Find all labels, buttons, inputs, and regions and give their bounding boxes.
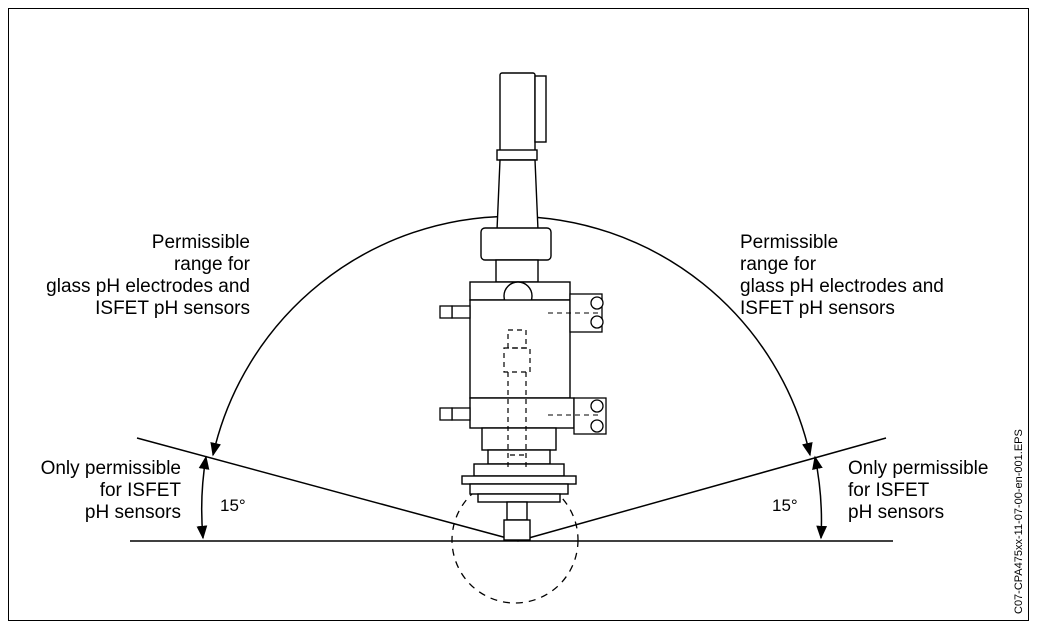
upper-right-line-2: range for bbox=[740, 254, 817, 275]
retractable-assembly bbox=[461, 72, 577, 541]
lower-right-line-3: pH sensors bbox=[848, 502, 945, 523]
upper-right-line-3: glass pH electrodes and bbox=[740, 276, 944, 297]
left-15deg-arc bbox=[196, 455, 210, 540]
upper-right-line-4: ISFET pH sensors bbox=[740, 298, 895, 319]
lower-right-line-1: Only permissible bbox=[848, 458, 989, 479]
sensor-tip-circle bbox=[451, 476, 579, 604]
right-15deg-arc bbox=[812, 455, 828, 540]
upper-left-label: Permissible range for glass pH electrode… bbox=[12, 232, 250, 320]
figure-frame bbox=[8, 8, 1029, 621]
side-ports bbox=[439, 293, 607, 435]
left-angle-label: 15° bbox=[220, 496, 246, 515]
upper-left-line-3: glass pH electrodes and bbox=[46, 276, 250, 297]
lower-left-label: Only permissible for ISFET pH sensors bbox=[12, 458, 181, 524]
upper-right-label: Permissible range for glass pH electrode… bbox=[740, 232, 944, 320]
lower-left-line-1: Only permissible bbox=[40, 458, 181, 479]
upper-right-line-1: Permissible bbox=[740, 232, 839, 253]
lower-left-line-3: pH sensors bbox=[84, 502, 181, 523]
right-15deg-line bbox=[517, 437, 887, 542]
upper-left-line-4: ISFET pH sensors bbox=[95, 298, 250, 319]
inner-rod-hidden-lines bbox=[503, 329, 531, 470]
upper-left-line-1: Permissible bbox=[151, 232, 250, 253]
lower-right-line-2: for ISFET bbox=[848, 480, 930, 501]
lower-right-label: Only permissible for ISFET pH sensors bbox=[848, 458, 988, 524]
right-angle-label: 15° bbox=[772, 496, 798, 515]
drawing-code: C07-CPA475xx-11-07-00-en-001.EPS bbox=[1013, 429, 1025, 614]
lower-left-line-2: for ISFET bbox=[99, 480, 181, 501]
upper-left-line-2: range for bbox=[173, 254, 250, 275]
left-15deg-line bbox=[136, 437, 519, 542]
